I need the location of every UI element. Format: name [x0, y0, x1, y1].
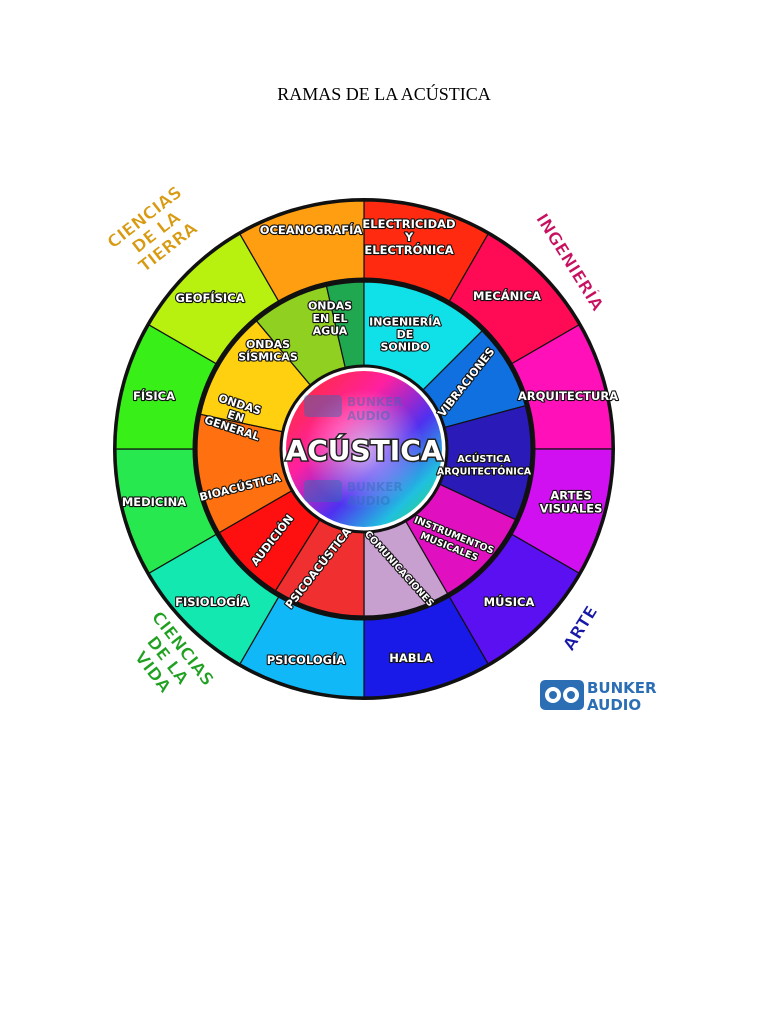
outer-segment-label: MEDICINA — [122, 495, 186, 509]
outer-segment-label: HABLA — [389, 651, 433, 665]
inner-ring — [192, 277, 536, 621]
brand-logo: BUNKER AUDIO — [540, 679, 657, 714]
outer-segment-label: MÚSICA — [484, 594, 535, 609]
outer-segment-label: OCEANOGRAFÍA — [260, 222, 363, 237]
watermark-bottom-line2: AUDIO — [347, 494, 390, 508]
outer-segment-label: FÍSICA — [133, 388, 175, 403]
watermark-top-line2: AUDIO — [347, 409, 390, 423]
outer-segment-label: FISIOLOGÍA — [175, 594, 249, 609]
outer-segment-label: PSICOLOGÍA — [267, 652, 346, 667]
page-title: RAMAS DE LA ACÚSTICA — [277, 84, 491, 104]
category-label: ARTE — [559, 603, 602, 655]
watermark-bottom-logo: BUNKER AUDIO — [304, 480, 403, 508]
outer-segment-label: MECÁNICA — [473, 288, 541, 303]
outer-segment-label: GEOFÍSICA — [175, 290, 244, 305]
outer-segment-label: ARQUITECTURA — [518, 389, 618, 403]
center-hub: BUNKER AUDIO BUNKER AUDIO ACÚSTICA — [279, 364, 449, 534]
center-label: ACÚSTICA — [286, 433, 443, 467]
brand-logo-line2: AUDIO — [587, 696, 641, 714]
watermark-top-logo: BUNKER AUDIO — [304, 395, 403, 423]
watermark-top-line1: BUNKER — [347, 395, 403, 409]
brand-logo-line1: BUNKER — [587, 679, 657, 697]
watermark-bottom-line1: BUNKER — [347, 480, 403, 494]
